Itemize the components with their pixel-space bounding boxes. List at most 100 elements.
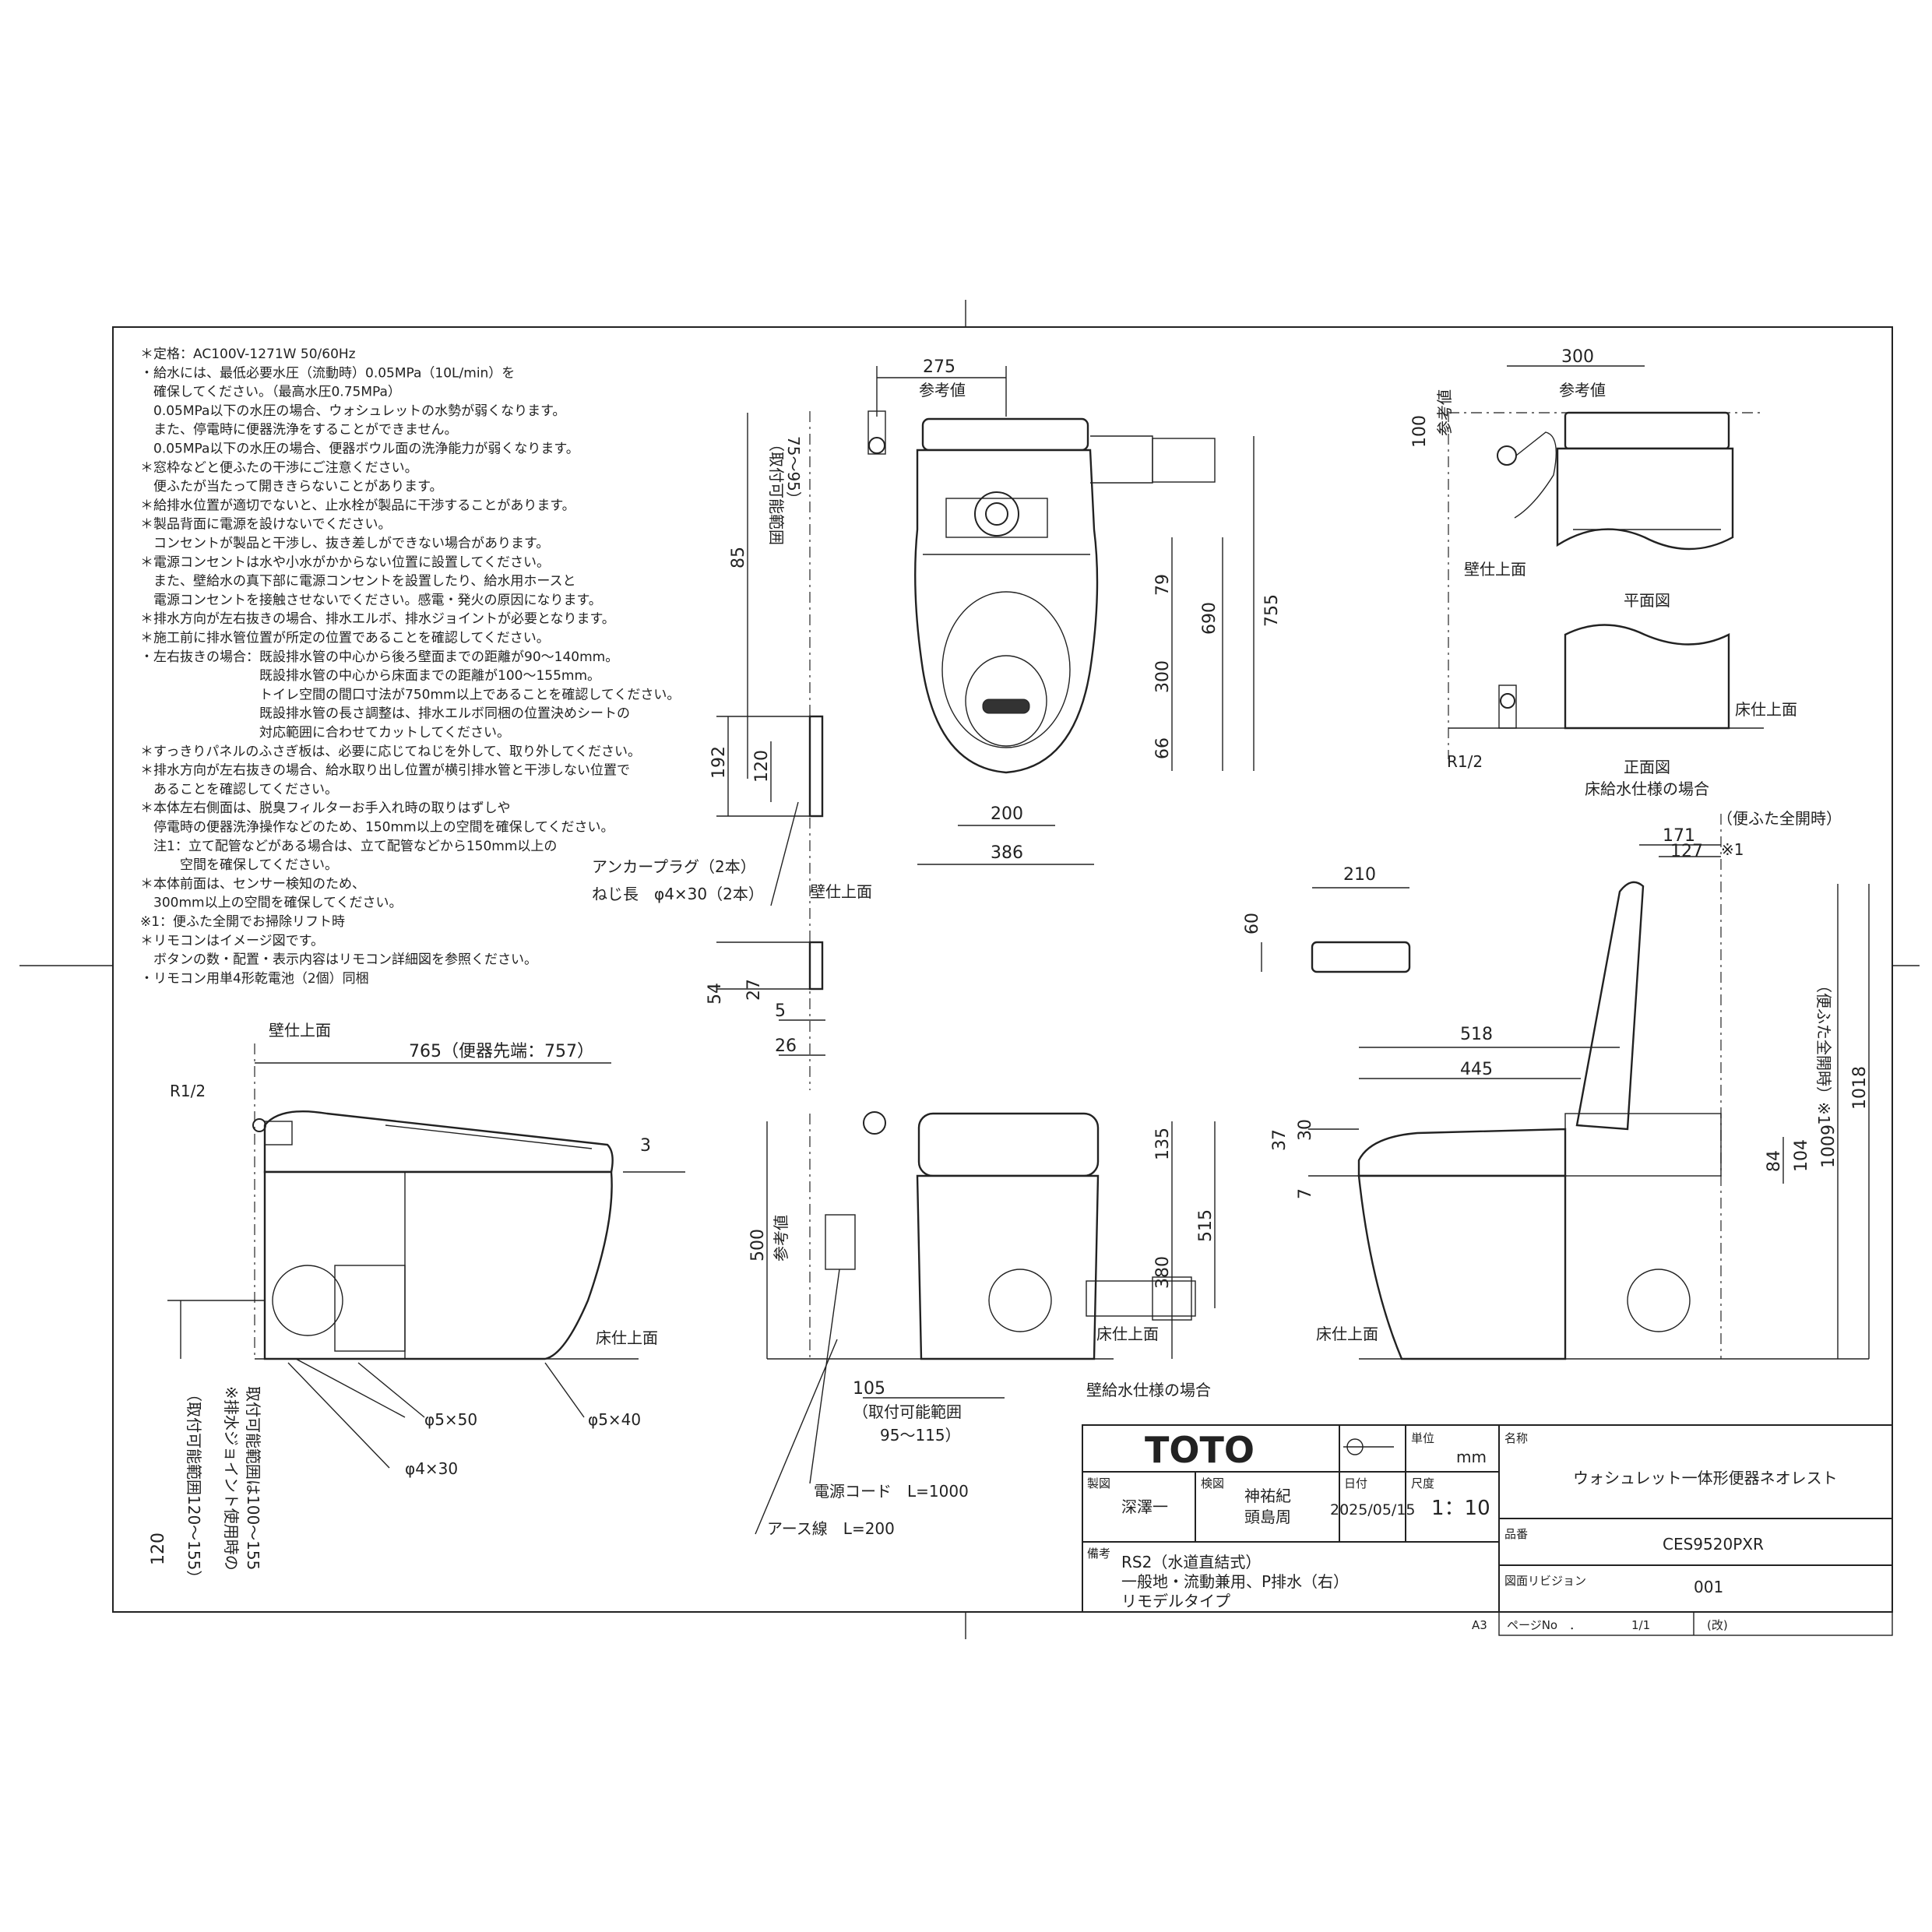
note-line: ＊施工前に排水管位置が所定の位置であることを確認してください。 — [140, 631, 550, 646]
remote-front-view: 210 60 — [1243, 865, 1411, 973]
dim-445: 445 — [1460, 1060, 1493, 1079]
note-line: ・左右抜きの場合：既設排水管の中心から後ろ壁面までの距離が90～140mm。 — [140, 649, 618, 665]
dim-66: 66 — [1153, 737, 1173, 759]
dim-300: 300 — [1153, 660, 1173, 693]
wall-finish-label-1: 壁仕上面 — [810, 882, 872, 901]
note-line: ＊排水方向が左右抜きの場合、排水エルボ、排水ジョイントが必要となります。 — [140, 611, 615, 627]
remark-1: RS2（水道直結式） — [1121, 1553, 1261, 1571]
phi-4x30-label: φ4×30 — [405, 1459, 458, 1478]
side-range-1: （取付可能範囲120～155） — [185, 1386, 203, 1585]
dim-105: 105 — [853, 1379, 885, 1399]
note-line: ＊すっきりパネルのふさぎ板は、必要に応じてねじを外して、取り外してください。 — [140, 744, 641, 759]
power-cord-label: 電源コード L=1000 — [814, 1482, 969, 1501]
note-line: ＊本体前面は、センサー検知のため、 — [140, 876, 365, 892]
page-suffix: (改) — [1707, 1618, 1728, 1632]
dim-54: 54 — [706, 983, 725, 1005]
dim-26: 26 — [775, 1036, 797, 1056]
dim-37: 37 — [1270, 1129, 1290, 1151]
floor-supply-label: 床給水仕様の場合 — [1585, 779, 1709, 798]
dim-1009: 1009 — [1819, 1124, 1839, 1168]
left-side-view: 765（便器先端：757） 壁仕上面 R1/2 3 床仕上面 120 （取付可能… — [149, 1021, 685, 1585]
note-line: 0.05MPa以下の水圧の場合、ウォシュレットの水勢が弱くなります。 — [140, 403, 565, 419]
model-value: CES9520PXR — [1663, 1535, 1764, 1554]
checked-by-2: 頭島周 — [1244, 1508, 1291, 1526]
note-line: 対応範囲に合わせてカットしてください。 — [140, 725, 510, 741]
dim-500: 500 — [748, 1229, 768, 1262]
dim-60: 60 — [1243, 913, 1262, 934]
notes-block: ＊定格：AC100V-1271W 50/60Hz ・給水には、最低必要水圧（流動時… — [140, 347, 680, 987]
drawn-by: 深澤一 — [1121, 1497, 1168, 1516]
note-line: ＊リモコンはイメージ図です。 — [140, 933, 324, 948]
dim-192: 192 — [709, 746, 729, 779]
scale-value: 1：10 — [1431, 1497, 1490, 1520]
note-line: ＊定格：AC100V-1271W 50/60Hz — [140, 347, 356, 362]
brand-logo: TOTO — [1145, 1429, 1255, 1471]
note-line: ＊排水方向が左右抜きの場合、給水取り出し位置が横引排水管と干渉しない位置で — [140, 763, 630, 779]
note-line: ＊給排水位置が適切でないと、止水栓が製品に干渉することがあります。 — [140, 498, 575, 513]
r12-label-side: R1/2 — [170, 1082, 206, 1100]
notes-label: 備考 — [1087, 1547, 1110, 1561]
product-name: ウォシュレット一体形便器ネオレスト — [1573, 1469, 1838, 1487]
plan-view-label: 平面図 — [1624, 591, 1670, 610]
dim-1018: 1018 — [1850, 1066, 1870, 1110]
note-line: 注1：立て配管などがある場合は、立て配管などから150mm以上の — [140, 839, 557, 854]
phi-5x40-label: φ5×40 — [588, 1410, 641, 1429]
dim-210: 210 — [1343, 865, 1376, 885]
note-line: ・給水には、最低必要水圧（流動時）0.05MPa（10L/min）を — [140, 365, 515, 381]
floor-finish-label-4: 床仕上面 — [1316, 1325, 1378, 1343]
toilet-tip-dim: 765（便器先端：757） — [409, 1042, 594, 1061]
dim-27: 27 — [744, 979, 764, 1001]
drawn-label: 製図 — [1087, 1476, 1110, 1490]
drawing-frame — [112, 326, 1893, 1613]
note-line: ＊電源コンセントは水や小水がかからない位置に設置してください。 — [140, 554, 550, 570]
side-range-2: ※排水ジョイント使用時の — [222, 1386, 241, 1571]
note-line: ・リモコン用単4形乾電池（2個）同梱 — [140, 971, 369, 987]
dim-7: 7 — [1296, 1188, 1315, 1199]
note-line: 空間を確保してください。 — [140, 857, 338, 873]
note-line: 電源コンセントを接触させないでください。感電・発火の原因になります。 — [140, 593, 602, 608]
front-view-label: 正面図 — [1624, 758, 1670, 776]
dim-690: 690 — [1200, 602, 1219, 635]
note-line: ※1：便ふた全開でお掃除リフト時 — [140, 914, 345, 930]
floor-finish-label-1: 床仕上面 — [1735, 700, 1797, 719]
page-label: ページNo ． — [1507, 1618, 1581, 1632]
remark-2: 一般地・流動兼用、P排水（右） — [1121, 1572, 1349, 1591]
title-block: TOTO 単位 mm 名称 ウォシュレット一体形便器ネオレスト 製図 深澤一 検… — [1082, 1424, 1893, 1636]
note-line: あることを確認してください。 — [140, 782, 338, 797]
dim-104: 104 — [1792, 1139, 1811, 1172]
dim-79: 79 — [1153, 574, 1173, 596]
remote-side-view: 192 120 アンカープラグ（2本） ねじ長 φ4×30（2本） 壁仕上面 5… — [592, 715, 872, 1056]
mount-range-105-value: 95～115） — [880, 1426, 961, 1445]
paper-size: A3 — [1472, 1618, 1487, 1632]
note-line: ＊製品背面に電源を設けないでください。 — [140, 517, 392, 533]
anchor-plug-label: アンカープラグ（2本） — [592, 857, 756, 876]
screw-length-label: ねじ長 φ4×30（2本） — [592, 885, 764, 903]
dim-515: 515 — [1196, 1209, 1216, 1242]
dim-200: 200 — [991, 804, 1023, 824]
side-range-3: 取付可能範囲は100～155 — [244, 1386, 262, 1570]
dim-127: 127 — [1670, 842, 1703, 861]
mount-range-105-label: （取付可能範囲 — [853, 1402, 962, 1421]
note-line: また、壁給水の真下部に電源コンセントを設置したり、給水用ホースと — [140, 574, 575, 589]
floor-finish-label-2: 床仕上面 — [596, 1328, 658, 1347]
scale-label: 尺度 — [1411, 1476, 1434, 1490]
dim-100-ref: 参考値 — [1435, 389, 1454, 436]
note-line: 既設排水管の中心から床面までの距離が100～155mm。 — [140, 668, 600, 684]
name-label: 名称 — [1504, 1431, 1528, 1445]
note1-mark: ※1 — [1721, 840, 1744, 859]
dim-120-side: 120 — [149, 1533, 168, 1565]
seat-full-open-label: （便ふた全開時） — [1717, 809, 1842, 828]
mount-range-value: 75～95） — [784, 436, 803, 507]
dim-3: 3 — [640, 1136, 651, 1156]
earth-wire-label: アース線 L=200 — [767, 1519, 895, 1538]
remark-3: リモデルタイプ — [1121, 1592, 1230, 1610]
note-line: 便ふたが当たって開ききらないことがあります。 — [140, 479, 442, 494]
top-view: 275 参考値 85 （取付可能範囲 75～95） 755 690 79 300… — [729, 357, 1282, 1090]
dim-386: 386 — [991, 843, 1023, 863]
dim-755: 755 — [1262, 594, 1282, 627]
note-line: 0.05MPa以下の水圧の場合、便器ボウル面の洗浄能力が弱くなります。 — [140, 442, 579, 457]
dim-85: 85 — [729, 547, 748, 568]
seat-full-open-vertical: （便ふた全開時）※1 — [1814, 977, 1833, 1124]
date-label: 日付 — [1344, 1476, 1367, 1490]
note-line: 停電時の便器洗浄操作などのため、150mm以上の空間を確保してください。 — [140, 820, 614, 836]
